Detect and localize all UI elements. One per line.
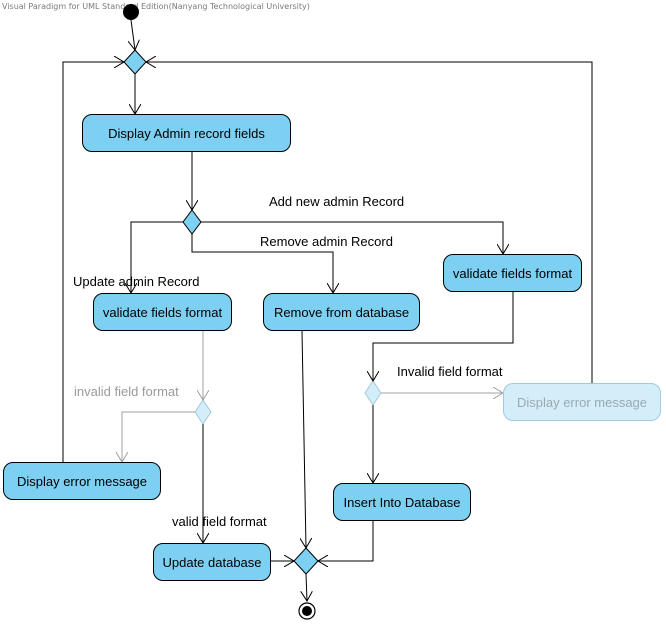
insert-database-node: Insert Into Database [333,483,471,521]
label-invalid-right: Invalid field format [397,364,503,379]
display-error-right-node: Display error message [503,383,661,421]
final-node-dot [302,606,312,616]
label-update: Update admin Record [73,274,200,289]
edge-invalid-left [122,411,195,462]
edge-validate-add-to-decision [373,291,514,381]
label-remove: Remove admin Record [260,234,393,249]
label-add-new: Add new admin Record [269,194,405,209]
validate-left-decision-diamond [194,399,212,425]
remove-from-database-node: Remove from database [263,293,420,331]
watermark-text: Visual Paradigm for UML Standard Edition… [2,2,310,11]
display-error-left-node: Display error message [3,462,161,500]
initial-node [123,4,139,20]
edge-insert-to-final-merge [318,521,374,561]
edge-error-right-loop [146,62,593,383]
edge-add-branch [201,221,503,254]
final-merge-diamond [293,547,319,575]
update-database-node: Update database [153,543,271,581]
action-decision-diamond [182,209,202,235]
edge-remove-to-final-merge [302,330,306,548]
edge-initial-to-merge [131,19,135,50]
validate-add-node: validate fields format [443,254,582,292]
edge-error-left-loop [62,62,124,462]
validate-update-node: validate fields format [93,293,232,331]
edge-remove-branch [191,234,333,293]
label-valid: valid field format [172,514,267,529]
display-admin-fields-node: Display Admin record fields [82,114,291,152]
top-merge-diamond [123,49,147,75]
label-invalid-left: invalid field format [74,384,179,399]
edge-update-branch [131,221,183,293]
validate-right-decision-diamond [364,380,382,406]
edge-final-merge-to-end [306,573,307,601]
